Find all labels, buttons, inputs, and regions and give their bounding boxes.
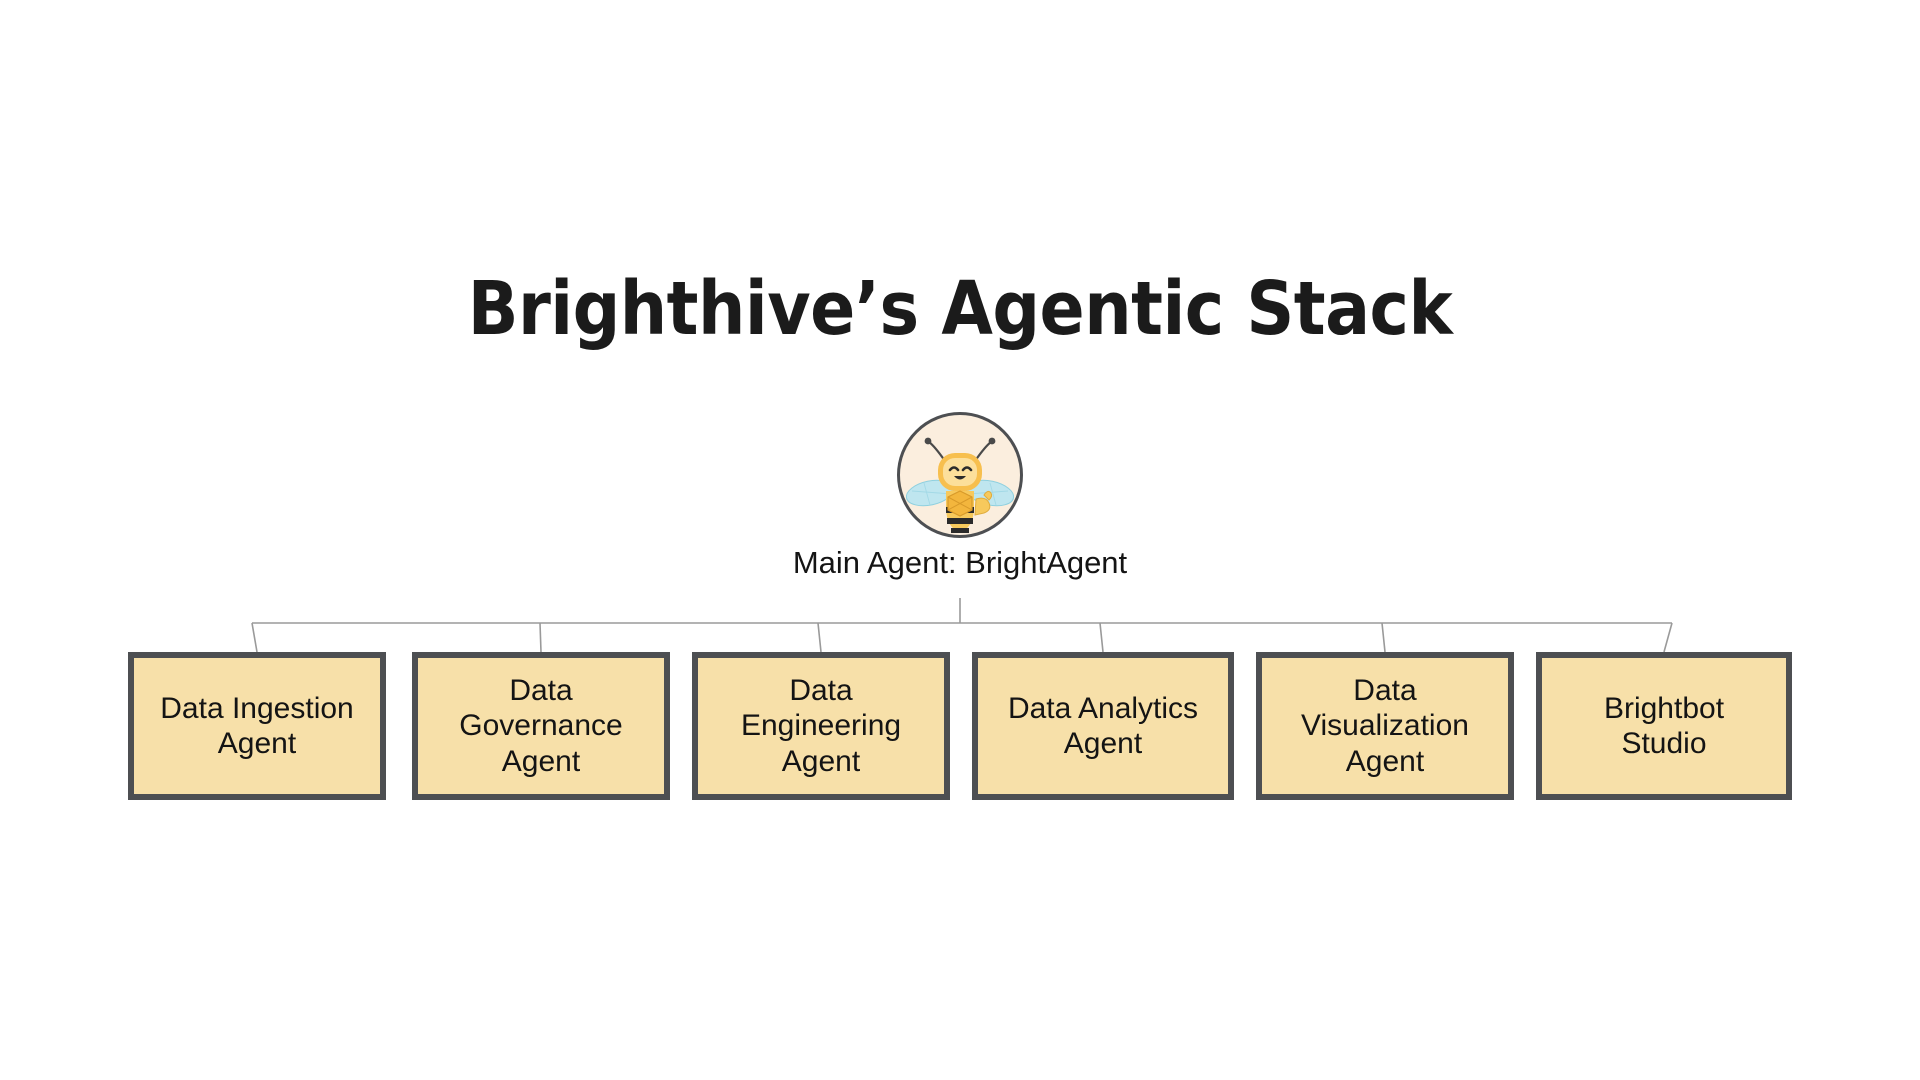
page-title: Brighthive’s Agentic Stack — [467, 266, 1453, 352]
node-box-data-engineering-agent[interactable]: Data Engineering Agent — [692, 652, 950, 800]
node-label: Data Visualization Agent — [1301, 673, 1469, 778]
node-label: Data Ingestion Agent — [160, 691, 354, 760]
node-label: Data Analytics Agent — [1007, 691, 1199, 760]
node-box-data-visualization-agent[interactable]: Data Visualization Agent — [1256, 652, 1514, 800]
agent-node-row: Data Ingestion Agent Data Governance Agen… — [0, 652, 1920, 802]
node-label: Data Engineering Agent — [740, 673, 902, 778]
node-box-brightbot-studio[interactable]: Brightbot Studio — [1536, 652, 1792, 800]
connector-drop-data-engineering-agent — [817, 622, 822, 653]
root-agent-node: Main Agent: BrightAgent — [793, 412, 1127, 580]
node-box-data-governance-agent[interactable]: Data Governance Agent — [412, 652, 670, 800]
connector-drop-brightbot-studio — [1663, 622, 1673, 653]
connector-drop-data-analytics-agent — [1099, 622, 1104, 653]
connector-drop-data-ingestion-agent — [251, 622, 258, 653]
root-agent-label: Main Agent: BrightAgent — [792, 545, 1128, 580]
node-label: Brightbot Studio — [1603, 691, 1725, 760]
node-label: Data Governance Agent — [459, 673, 623, 778]
connector-drop-data-visualization-agent — [1381, 622, 1386, 653]
bee-avatar-icon — [897, 412, 1023, 538]
connector-drop-data-governance-agent — [539, 622, 542, 653]
node-box-data-ingestion-agent[interactable]: Data Ingestion Agent — [128, 652, 386, 800]
node-box-data-analytics-agent[interactable]: Data Analytics Agent — [972, 652, 1234, 800]
